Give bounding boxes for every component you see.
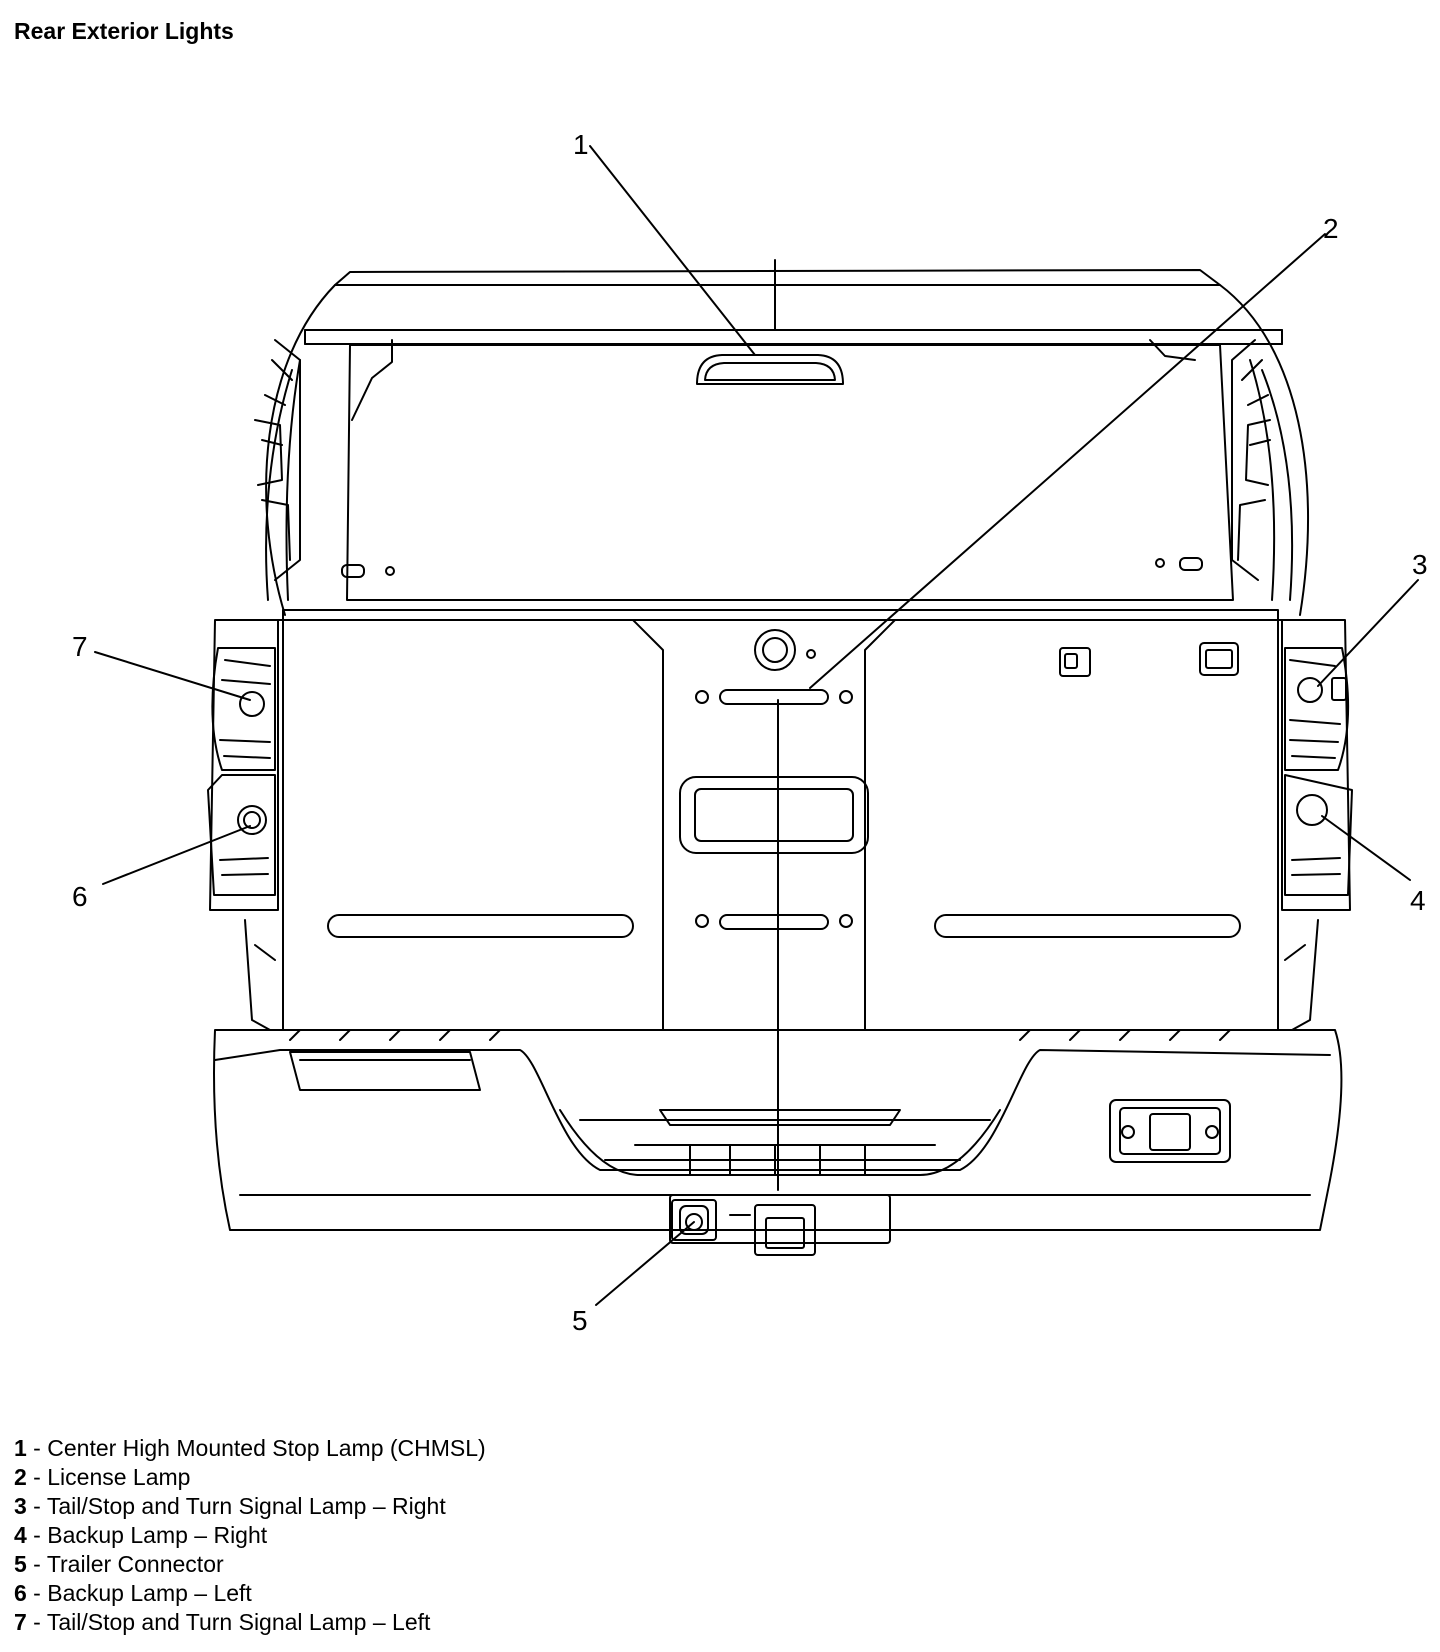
legend-item: 3 - Tail/Stop and Turn Signal Lamp – Rig…	[14, 1493, 446, 1519]
callout-number-1: 1	[573, 129, 589, 160]
tailgate	[269, 609, 1291, 1191]
legend-item: 5 - Trailer Connector	[14, 1551, 224, 1577]
callout-number-3: 3	[1412, 549, 1428, 580]
right-lamp-cluster	[1281, 619, 1353, 911]
leader-line-1	[589, 145, 756, 356]
truck-rear-diagram: 1 2 3 4 5 6 7	[72, 129, 1428, 1336]
leader-line-5	[595, 1221, 695, 1306]
legend-item: 4 - Backup Lamp – Right	[14, 1522, 268, 1548]
hitch-assembly	[669, 1099, 1231, 1256]
left-pillar	[254, 339, 301, 581]
lower-body	[244, 919, 1319, 1031]
callout-number-2: 2	[1323, 213, 1339, 244]
legend-item: 6 - Backup Lamp – Left	[14, 1580, 252, 1606]
legend-item: 1 - Center High Mounted Stop Lamp (CHMSL…	[14, 1435, 486, 1461]
leader-line-6	[102, 825, 251, 885]
page-title: Rear Exterior Lights	[14, 18, 234, 44]
leader-line-3	[1317, 579, 1419, 687]
callout-number-5: 5	[572, 1305, 588, 1336]
leader-lines	[94, 145, 1419, 1306]
callout-number-7: 7	[72, 631, 88, 662]
component-legend: 1 - Center High Mounted Stop Lamp (CHMSL…	[14, 1434, 486, 1637]
rear-window	[341, 339, 1234, 601]
leader-line-7	[94, 651, 251, 701]
right-pillar	[1231, 339, 1271, 581]
leader-line-2	[809, 233, 1326, 689]
legend-item: 2 - License Lamp	[14, 1464, 191, 1490]
cab-outline	[265, 259, 1310, 616]
callout-number-6: 6	[72, 881, 88, 912]
left-lamp-cluster	[207, 619, 279, 911]
chmsl-lamp	[696, 354, 844, 385]
callout-numbers: 1 2 3 4 5 6 7	[72, 129, 1428, 1336]
leader-line-4	[1321, 815, 1411, 881]
callout-number-4: 4	[1410, 885, 1426, 916]
legend-item: 7 - Tail/Stop and Turn Signal Lamp – Lef…	[14, 1609, 431, 1635]
